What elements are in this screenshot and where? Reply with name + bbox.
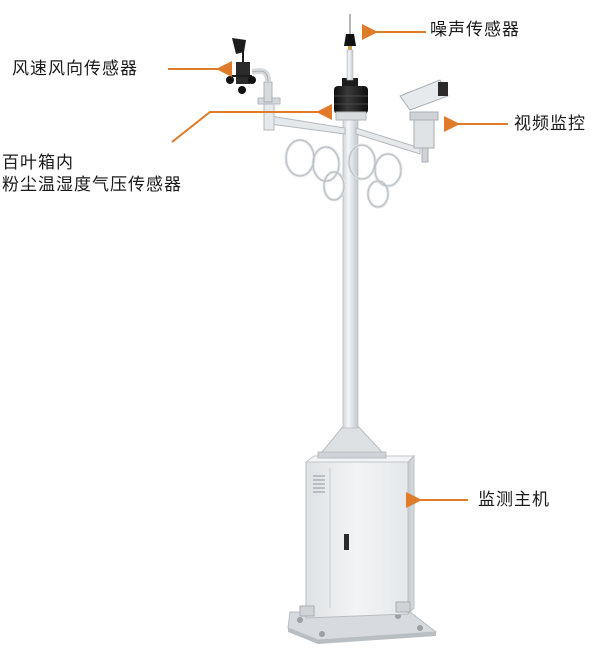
label-host: 监测主机	[478, 490, 550, 510]
wind-sensor	[226, 38, 273, 103]
base-plate	[287, 611, 438, 644]
cross-arms	[257, 97, 421, 155]
arrow-louver	[171, 104, 332, 143]
louver-box-sensor	[334, 78, 368, 121]
noise-sensor	[344, 14, 356, 81]
cabinet-lock-icon	[344, 534, 349, 550]
label-louver-line1: 百叶箱内	[2, 153, 74, 173]
label-wind-sensor: 风速风向传感器	[12, 59, 138, 79]
monitoring-host-cabinet	[299, 454, 416, 619]
video-camera	[399, 79, 449, 163]
annotation-arrows	[168, 24, 508, 508]
label-video: 视频监控	[514, 114, 586, 134]
pole-base-flange	[317, 423, 387, 459]
label-noise-sensor: 噪声传感器	[430, 20, 520, 40]
label-louver-line2: 粉尘温湿度气压传感器	[2, 175, 182, 195]
